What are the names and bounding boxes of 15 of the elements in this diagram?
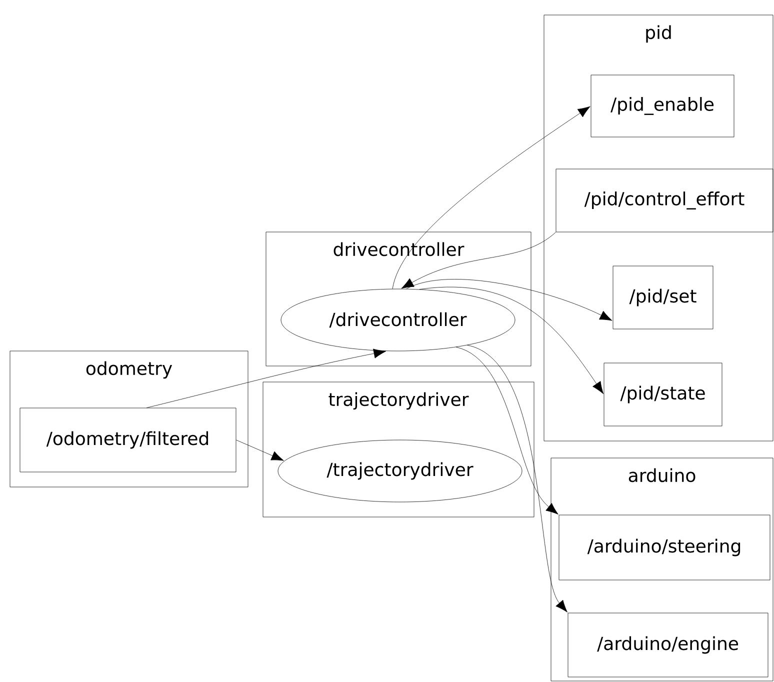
- topic-box: /pid/control_effort: [556, 168, 774, 232]
- arrow: [236, 440, 284, 461]
- arrow: [467, 344, 568, 612]
- arrow: [456, 346, 558, 514]
- topic-box: /pid/set: [612, 266, 714, 330]
- arrow: [419, 286, 604, 394]
- arrow: [401, 232, 556, 289]
- arrow: [146, 348, 386, 408]
- topic-box: /odometry/filtered: [20, 408, 236, 472]
- topic-box: /pid/state: [604, 362, 722, 426]
- topic-box: /arduino/steering: [558, 514, 770, 580]
- topic-box: /pid_enable: [590, 74, 734, 138]
- topic-box: /arduino/engine: [568, 612, 768, 678]
- arrow: [406, 279, 612, 321]
- arrow: [392, 106, 590, 290]
